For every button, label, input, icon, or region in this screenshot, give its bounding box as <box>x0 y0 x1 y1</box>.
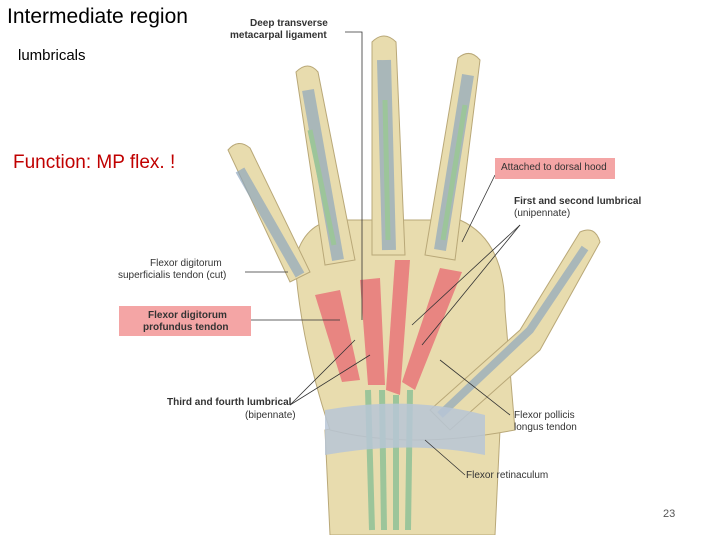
label-first-second-lumbrical: First and second lumbrical <box>514 196 642 207</box>
hand-anatomy-illustration: Deep transverse metacarpal ligament Atta… <box>110 10 670 536</box>
flexor-retinaculum-band <box>325 403 485 455</box>
finger-index <box>424 53 481 261</box>
lumbrical-muscles <box>315 260 462 395</box>
fdp-highlight-box <box>119 306 251 336</box>
label-fdp-line2: profundus tendon <box>143 322 229 333</box>
label-fdp-line1: Flexor digitorum <box>148 310 227 321</box>
finger-middle <box>371 35 406 256</box>
label-fds-line1: Flexor digitorum <box>150 258 222 269</box>
label-deep-transverse-line2: metacarpal ligament <box>230 30 327 41</box>
function-note: Function: MP flex. ! <box>13 152 176 173</box>
page-number: 23 <box>663 508 676 520</box>
label-deep-transverse-line1: Deep transverse <box>250 18 328 29</box>
label-bipennate: (bipennate) <box>245 410 296 421</box>
label-flexor-retinaculum: Flexor retinaculum <box>466 470 549 481</box>
hand-illustration-svg <box>227 31 601 536</box>
label-fpl-line2: longus tendon <box>514 422 577 433</box>
slide-subtitle: lumbricals <box>18 47 86 64</box>
slide-title: Intermediate region <box>7 5 188 28</box>
finger-ring <box>295 65 356 266</box>
label-unipennate: (unipennate) <box>514 208 571 219</box>
finger-little <box>227 143 311 283</box>
label-fpl-line1: Flexor pollicis <box>514 410 575 421</box>
leader-lines <box>245 31 521 476</box>
label-fds-line2: superficialis tendon (cut) <box>118 270 227 281</box>
label-dorsal-hood: Attached to dorsal hood <box>495 158 615 179</box>
label-third-fourth-lumbrical: Third and fourth lumbrical <box>167 397 292 408</box>
